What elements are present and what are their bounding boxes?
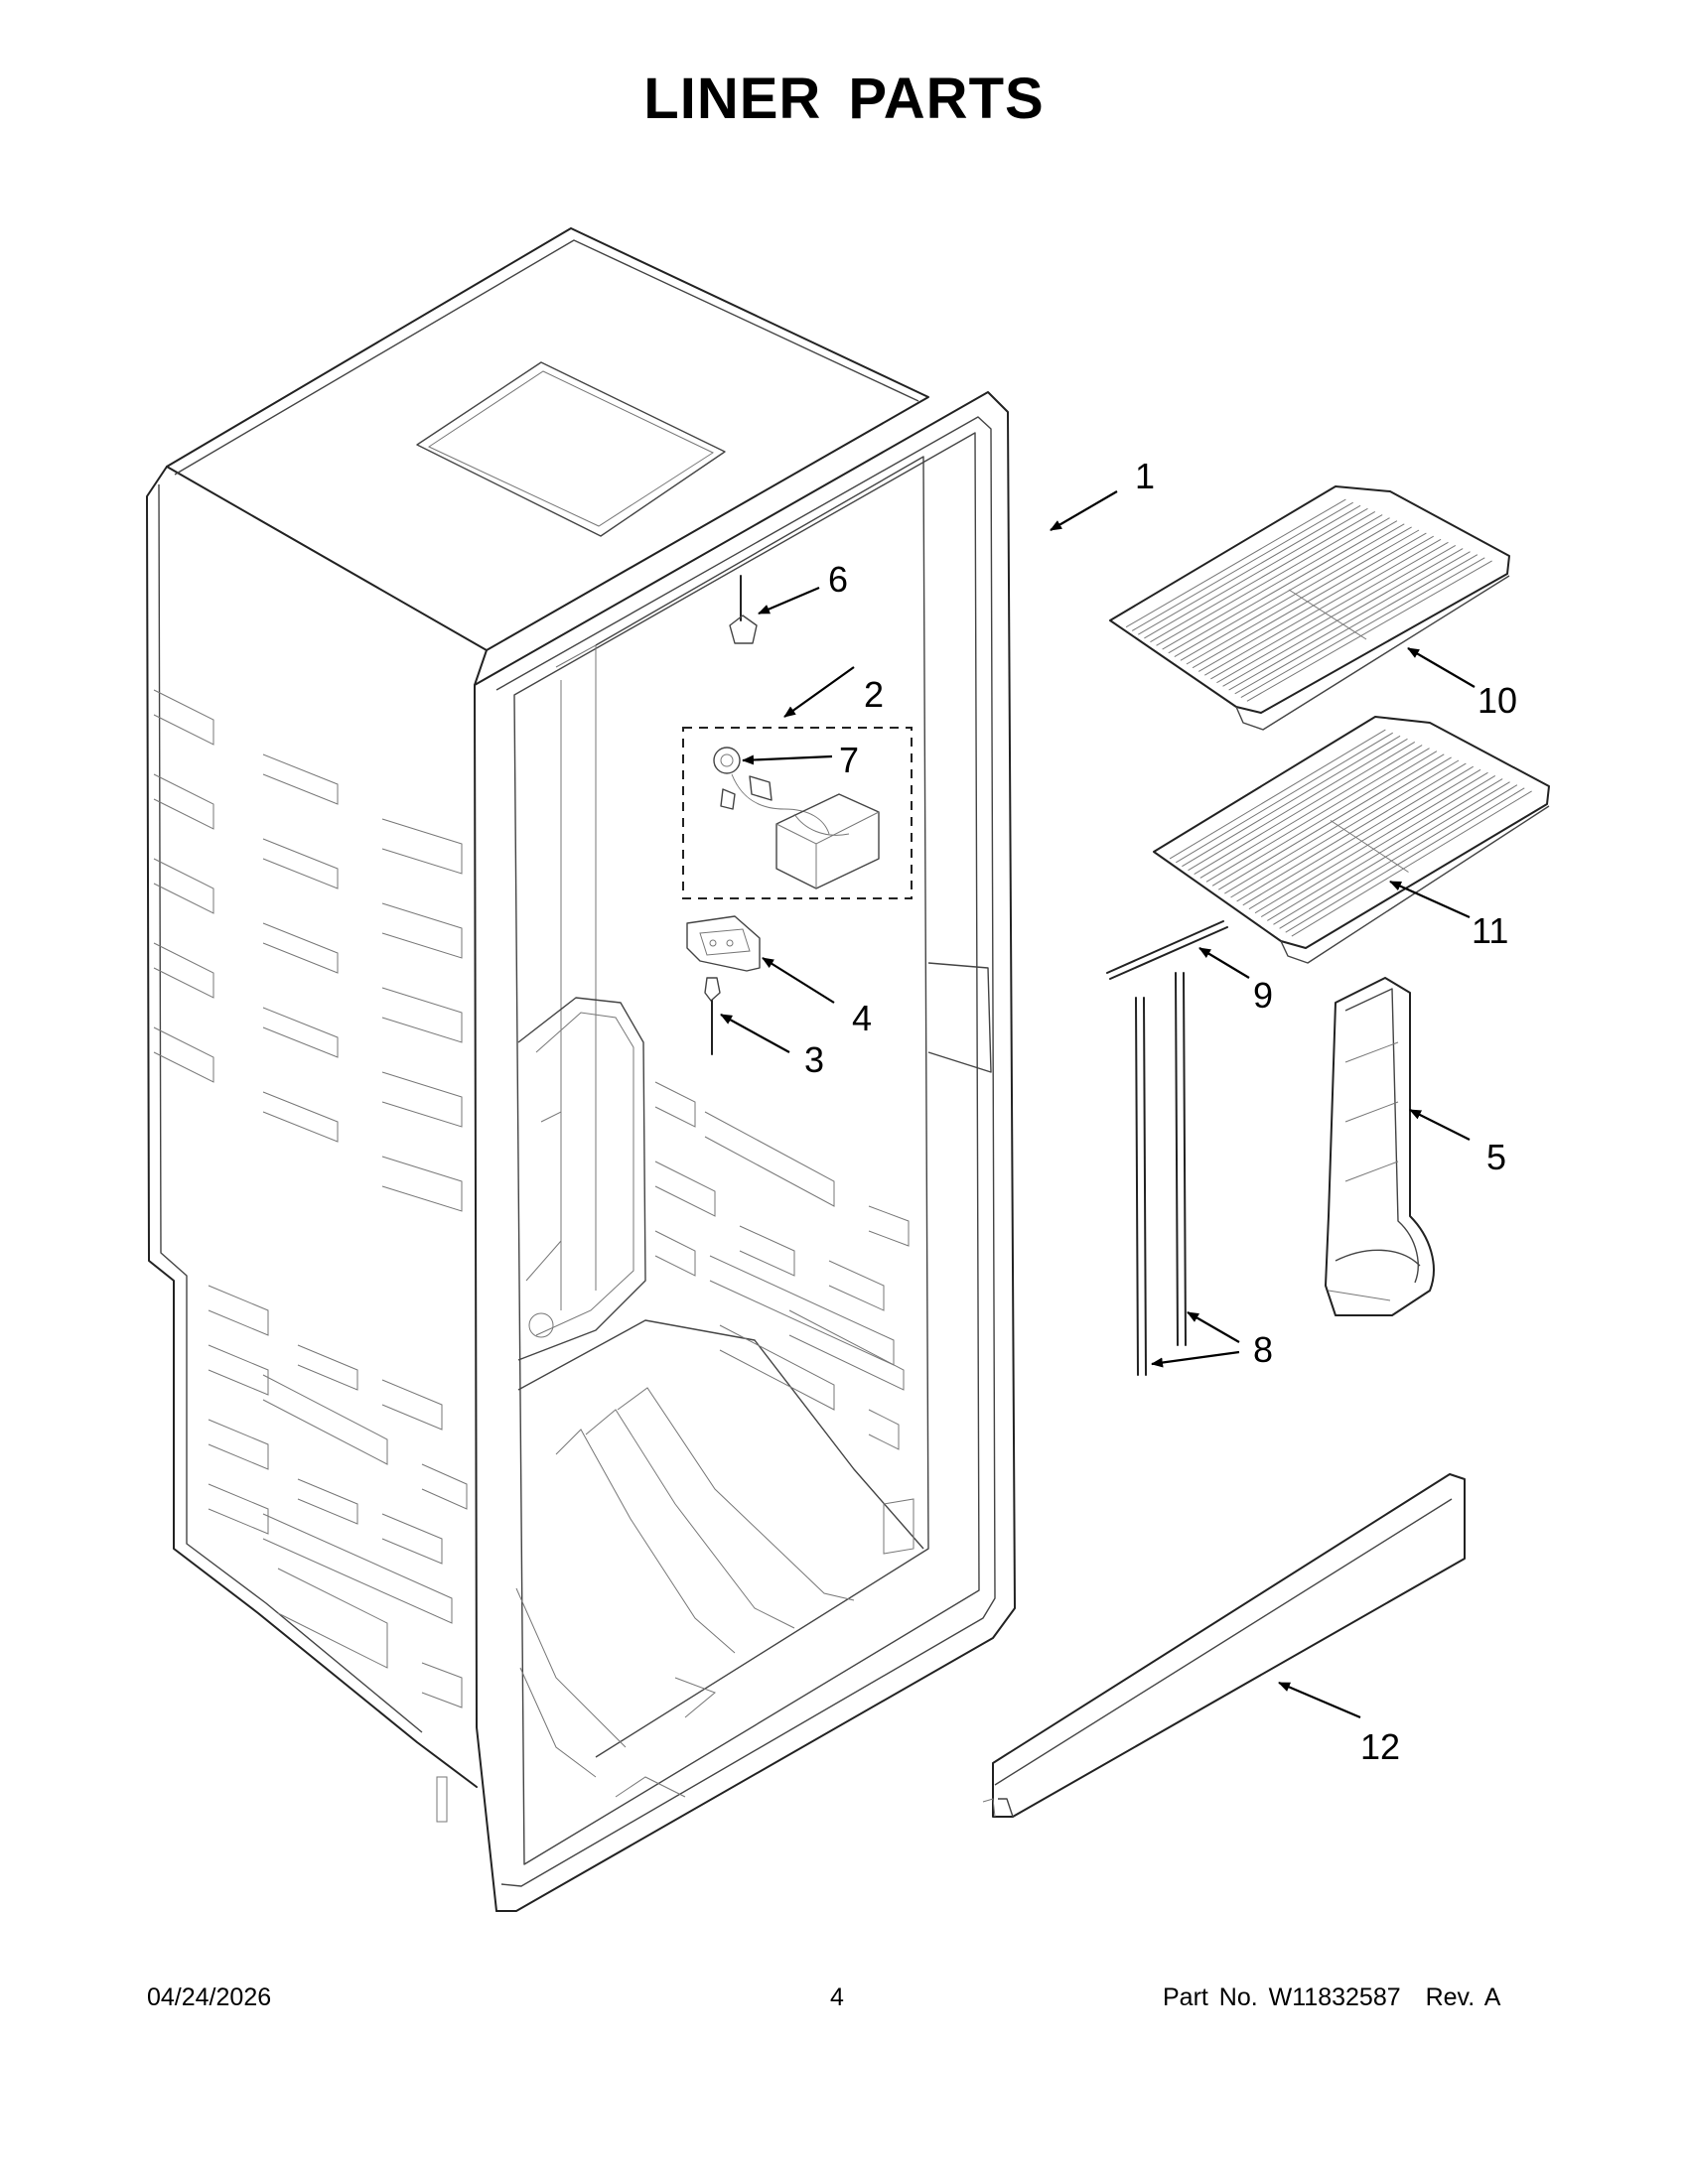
bottom-trim-part [982,1473,1466,1818]
trim-strip-part [1106,920,1228,980]
arrow-8a [1187,1311,1240,1343]
part-number-label: Part No. [1163,1983,1258,2011]
revision-value: A [1483,1983,1501,2011]
liner-cabinet-part [146,227,1016,1912]
callout-8: 8 [1253,1329,1273,1370]
callout-9: 9 [1253,975,1273,1016]
footer-part-info: Part No. W11832587 Rev. A [1163,1983,1500,2012]
control-assembly-part [713,747,880,889]
callout-7: 7 [839,740,859,780]
callout-5: 5 [1486,1137,1506,1177]
callout-6: 6 [828,559,848,600]
footer-date: 04/24/2026 [147,1983,272,2011]
callout-labels: 1 2 3 4 5 6 7 8 9 10 11 12 [804,456,1517,1767]
arrow-11 [1389,880,1471,919]
rod-pair-part [1135,972,1187,1376]
callout-12: 12 [1360,1726,1400,1767]
arrow-2 [783,666,855,718]
arrow-7 [742,754,833,765]
thermistor-part [704,977,721,1055]
callout-11: 11 [1472,910,1508,951]
arrow-6 [758,586,820,615]
arrow-5 [1409,1109,1471,1141]
callout-arrows [720,490,1476,1719]
page-title: LINER PARTS [643,67,1045,131]
revision-label: Rev. [1425,1983,1476,2011]
duct-cover-part [1325,977,1435,1316]
arrow-3 [720,1014,790,1053]
arrow-10 [1407,647,1476,688]
arrow-8b [1151,1350,1240,1368]
clip-part [729,575,758,644]
light-housing-part [686,915,761,972]
callout-10: 10 [1477,680,1517,721]
arrow-1 [1050,490,1118,531]
control-assembly-box [682,727,913,899]
callout-3: 3 [804,1039,824,1080]
callout-2: 2 [864,674,884,715]
part-number: W11832587 [1268,1983,1401,2011]
footer-page-number: 4 [830,1983,844,2011]
callout-4: 4 [852,998,872,1038]
arrow-4 [762,957,835,1004]
callout-1: 1 [1135,456,1155,496]
lower-shelf-part [1153,716,1550,964]
upper-shelf-part [1109,485,1510,731]
arrow-9 [1198,947,1250,979]
arrow-12 [1278,1681,1361,1719]
